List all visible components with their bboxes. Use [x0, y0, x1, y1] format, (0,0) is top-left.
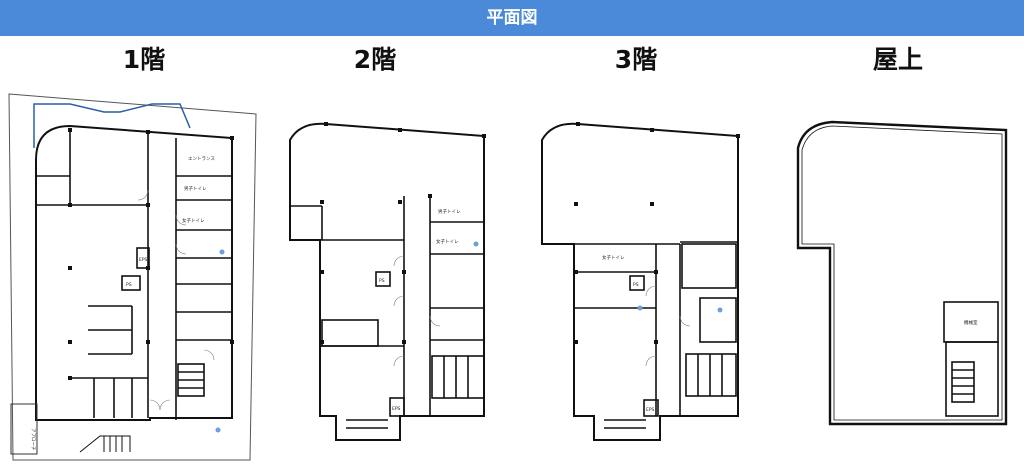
floor-plan-3f: 女子トイレ PS EPS — [541, 122, 740, 441]
room-label-womens-toilet-2f: 女子トイレ — [436, 238, 459, 245]
room-label-mens-toilet-1f: 男子トイレ — [184, 185, 207, 192]
room-label-entrance: エントランス — [188, 156, 215, 162]
room-label-mens-toilet-2f: 男子トイレ — [438, 208, 461, 215]
room-label-eps-1f: EPS — [139, 257, 148, 263]
floor-label-2f: 2階 — [353, 45, 397, 74]
floor-plan-1f: エントランス 男子トイレ 女子トイレ EPS PS アプローチ — [8, 93, 257, 461]
room-label-machine-room: 機械室 — [964, 319, 978, 326]
building-outline-3f — [541, 122, 739, 441]
floor-label-3f: 3階 — [614, 45, 658, 74]
bay-window — [33, 103, 191, 148]
building-outline-1f — [35, 124, 233, 421]
room-label-womens-toilet-3f: 女子トイレ — [602, 254, 625, 261]
room-label-eps-2f: EPS — [392, 406, 401, 412]
floor-label-1f: 1階 — [122, 45, 166, 74]
room-label-ps-3f: PS — [633, 282, 639, 288]
floor-label-roof: 屋上 — [872, 45, 923, 74]
room-label-ps-1f: PS — [126, 282, 132, 288]
page-title: 平面図 — [486, 8, 538, 28]
floor-plan-roof: 機械室 — [796, 120, 1008, 426]
building-outline-2f — [289, 122, 485, 441]
room-label-womens-toilet-1f: 女子トイレ — [182, 217, 205, 224]
room-label-approach: アプローチ — [30, 428, 36, 451]
room-label-ps-2f: PS — [379, 278, 385, 284]
room-label-eps-3f: EPS — [646, 407, 655, 413]
building-outline-roof — [796, 120, 1008, 426]
header-banner: 平面図 — [0, 0, 1024, 36]
site-boundary — [8, 93, 257, 461]
floor-plan-2f: 男子トイレ 女子トイレ PS EPS — [289, 122, 486, 441]
